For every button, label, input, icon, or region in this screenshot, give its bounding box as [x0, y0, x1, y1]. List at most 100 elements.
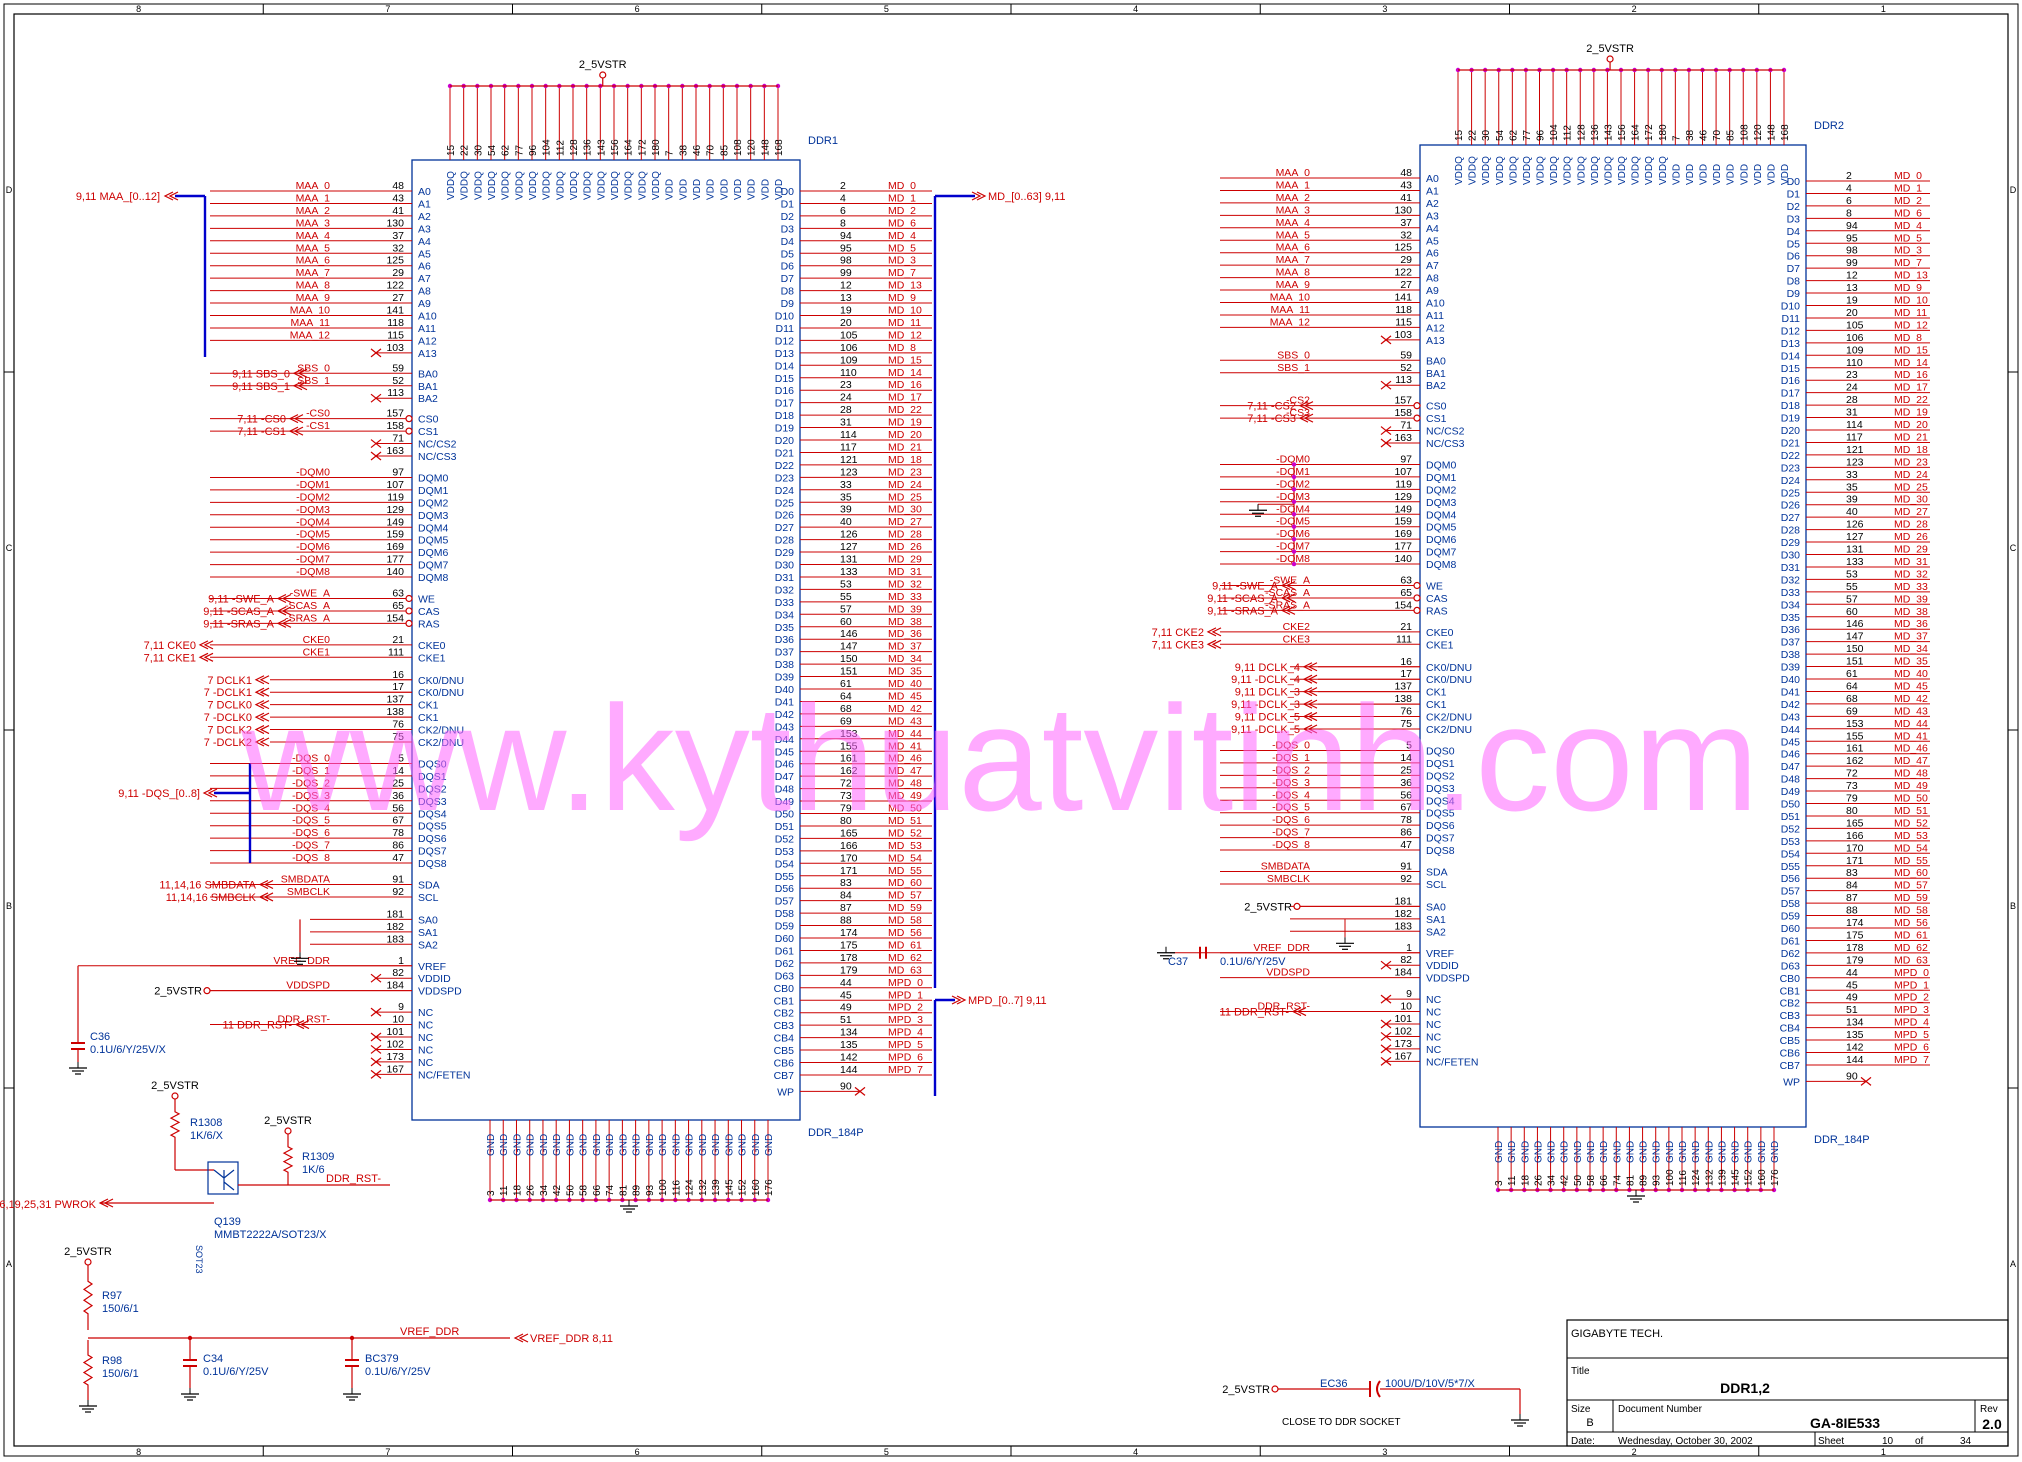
pin-name: D42: [1781, 699, 1800, 711]
pin-name: VDDQ: [1631, 156, 1642, 185]
offpage-label: 9,11 -SWE_A: [208, 594, 274, 606]
pin-name: A12: [1426, 322, 1445, 334]
net-label: -DQM1: [296, 479, 330, 491]
pin-name: NC: [1426, 1019, 1442, 1031]
zone-row-label: A: [2010, 1259, 2016, 1269]
pin-number: 27: [392, 292, 404, 304]
pin-number: 141: [1394, 292, 1412, 304]
pin-name: D40: [1781, 674, 1800, 686]
offpage-connector: [1302, 712, 1318, 722]
net-label: SMBDATA: [281, 874, 330, 886]
net-label: MD_35: [888, 666, 922, 678]
offpage-connector: [1302, 674, 1318, 684]
pin-name: A7: [418, 273, 431, 285]
no-connect-mark: [1380, 994, 1392, 1004]
pin-name: VDDQ: [1658, 156, 1669, 185]
pin-name: D27: [1781, 512, 1800, 524]
pin-name: SCL: [1426, 879, 1447, 891]
bc379-value: 0.1U/6/Y/25V: [365, 1366, 431, 1378]
pin-number: 22: [1468, 129, 1479, 141]
net-label: MD_60: [888, 877, 922, 889]
net-label: DDR_RST-: [326, 1173, 381, 1185]
pin-name: D43: [775, 721, 794, 733]
pin-number: 149: [1394, 503, 1412, 515]
zone-col-label: 6: [635, 4, 640, 14]
pin-number: 174: [1846, 917, 1864, 929]
c34-value: 0.1U/6/Y/25V: [203, 1366, 269, 1378]
no-connect-mark: [1380, 1044, 1392, 1054]
pin-number: 172: [637, 139, 648, 156]
pin-name: NC: [1426, 994, 1442, 1006]
pin-name: CS0: [1426, 401, 1447, 413]
pin-number: 41: [1400, 192, 1412, 204]
pin-number: 93: [645, 1184, 656, 1196]
pin-name: D36: [1781, 624, 1800, 636]
net-label: MD_31: [888, 566, 922, 578]
pin-number: 103: [1394, 329, 1412, 341]
pin-number: 75: [1400, 718, 1412, 730]
zone-col-label: 3: [1382, 1447, 1387, 1457]
pin-name: DQM1: [1426, 472, 1456, 484]
sheet-title: DDR1,2: [1720, 1380, 1770, 1396]
net-label: CKE1: [303, 646, 331, 658]
net-label: MD_32: [1894, 568, 1928, 580]
pin-name: D26: [1781, 500, 1800, 512]
title-block: [1566, 1319, 2009, 1447]
pin-name: VDDQ: [583, 171, 594, 200]
net-label: -DQS_3: [1272, 777, 1310, 789]
offpage-label: 9,11 -DCLK_3: [1231, 699, 1300, 711]
pin-number: 82: [392, 967, 404, 979]
pin-name: D13: [1781, 338, 1800, 350]
pin-name: A0: [1426, 173, 1439, 185]
offpage-connector: [1280, 605, 1296, 615]
pin-name: DQM2: [1426, 484, 1456, 496]
pin-number: 161: [1846, 743, 1864, 755]
pin-number: 38: [1685, 129, 1696, 141]
net-label: MD_33: [888, 591, 922, 603]
pin-number: 142: [1846, 1042, 1864, 1054]
pin-name: A2: [418, 211, 431, 223]
pin-name: A4: [418, 236, 431, 248]
pin-number: 161: [840, 753, 858, 765]
net-label: -DQM2: [1276, 478, 1310, 490]
net-label: MD_42: [1894, 693, 1928, 705]
net-label: MAA_0: [1276, 167, 1311, 179]
net-label: SMBDATA: [1261, 861, 1310, 873]
pin-number: 37: [392, 230, 404, 242]
pin-number: 101: [386, 1026, 404, 1038]
pin-name: VDDQ: [1468, 156, 1479, 185]
pin-name: GND: [1744, 1141, 1755, 1163]
pin-name: GND: [1652, 1141, 1663, 1163]
pin-number: 46: [1699, 129, 1710, 141]
offpage-connector: [292, 368, 308, 378]
pin-name: DQS4: [418, 808, 447, 820]
offpage-connector: [292, 381, 308, 391]
power-symbol: [1293, 902, 1301, 911]
pin-name: VDD: [1685, 164, 1696, 185]
net-label: MD_6: [888, 217, 916, 229]
pin-name: CK2/DNU: [418, 737, 464, 749]
pin-number: 183: [1394, 920, 1412, 932]
pin-number: 25: [1400, 764, 1412, 776]
net-label: VDDSPD: [1266, 967, 1310, 979]
pin-number: 141: [386, 305, 404, 317]
net-label: VREF_DDR: [400, 1326, 459, 1338]
pin-name: D51: [1781, 811, 1800, 823]
pin-number: 179: [840, 964, 858, 976]
net-label: SMBCLK: [287, 886, 330, 898]
net-label: MD_57: [1894, 880, 1928, 892]
pin-number: 57: [1846, 593, 1858, 605]
pin-name: GND: [1625, 1141, 1636, 1163]
pin-name: A2: [1426, 198, 1439, 210]
pin-number: 86: [392, 840, 404, 852]
q139-value: MMBT2222A/SOT23/X: [214, 1229, 327, 1241]
inversion-bubble: [1413, 414, 1421, 422]
pin-number: 110: [840, 367, 857, 379]
pin-number: 40: [840, 516, 852, 528]
offpage-connector: [202, 788, 218, 798]
pin-number: 131: [1846, 544, 1864, 556]
pin-name: D1: [1787, 188, 1801, 200]
net-label: MPD_1: [1894, 979, 1929, 991]
pin-name: D6: [1787, 251, 1801, 263]
pin-number: 79: [1846, 793, 1858, 805]
